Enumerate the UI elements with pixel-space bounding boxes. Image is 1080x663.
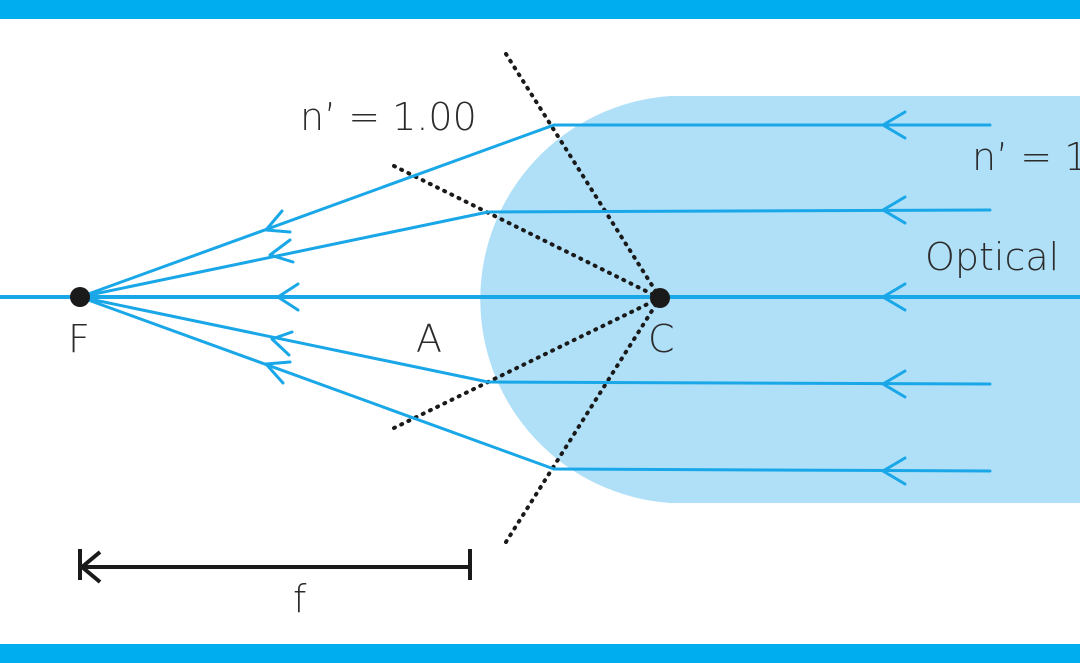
normal-line-3: [392, 296, 662, 430]
refracted-ray-3: [78, 295, 490, 384]
arrowhead-refracted-1: [264, 209, 292, 234]
arrowhead-refracted-3: [270, 330, 294, 357]
refracted-ray-1: [78, 123, 556, 299]
arrowhead-incident-3: [881, 369, 907, 399]
label-n-inside: n’ = 1: [972, 135, 1080, 179]
label-focal-length: f: [293, 577, 307, 621]
normal-line-1: [504, 52, 662, 300]
normal-line-4: [504, 296, 662, 544]
label-n-outside: n’ = 1.00: [300, 95, 477, 139]
incident-ray-3: [486, 380, 992, 386]
label-focal-point: F: [68, 317, 90, 361]
label-vertex: A: [416, 317, 442, 361]
label-center: C: [648, 317, 675, 361]
arrowhead-axis-left: [276, 282, 300, 312]
incident-ray-2: [486, 208, 992, 214]
center-point-dot: [650, 288, 670, 308]
glass-rod: [480, 96, 1080, 503]
arrowhead-axis-right: [881, 282, 907, 312]
normal-line-2: [392, 164, 662, 300]
refracted-ray-4: [78, 295, 556, 471]
arrowhead-refracted-4: [264, 360, 292, 385]
arrowhead-incident-2: [881, 195, 907, 225]
refracted-ray-2: [78, 210, 490, 299]
arrowhead-refracted-2: [268, 238, 295, 264]
focal-length-arrowhead: [80, 550, 102, 584]
label-optical-axis: Optical: [925, 235, 1059, 279]
arrowhead-incident-4: [881, 456, 907, 486]
bottom-band: [0, 644, 1080, 663]
arrowhead-incident-1: [881, 110, 907, 140]
top-band: [0, 0, 1080, 19]
incident-ray-4: [552, 467, 992, 473]
focal-point-dot: [70, 287, 90, 307]
